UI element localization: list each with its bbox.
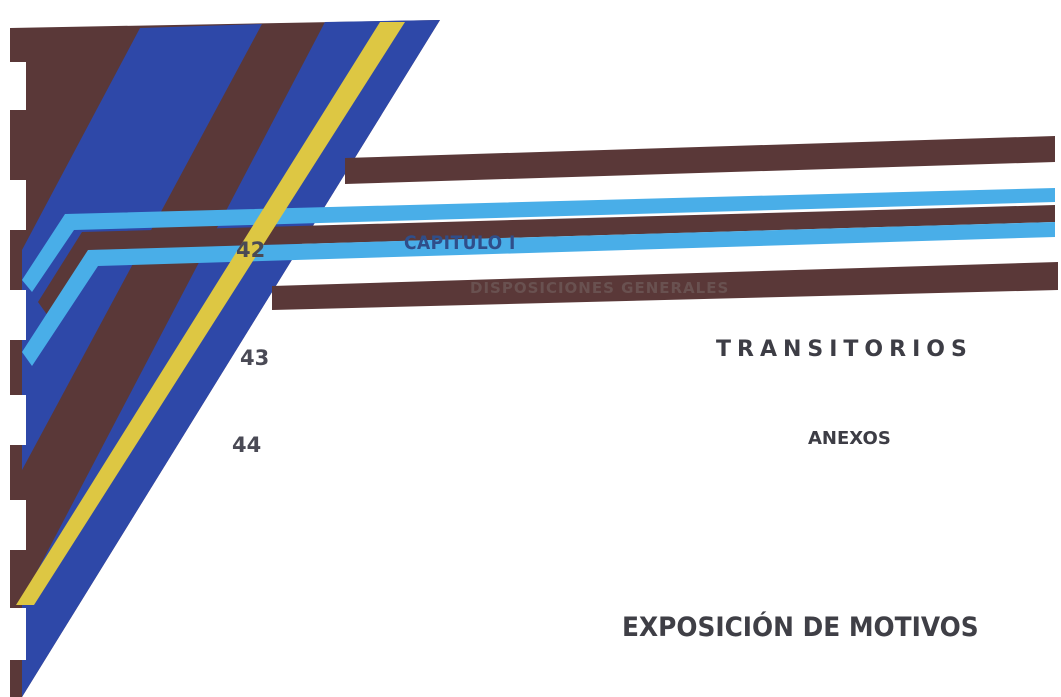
section-heading-faded: DISPOSICIONES GENERALES — [470, 279, 730, 297]
edge-tick-4 — [8, 395, 26, 445]
number-label-44: 44 — [232, 433, 262, 457]
transitorios-heading: TRANSITORIOS — [716, 337, 973, 362]
edge-tick-3 — [8, 290, 26, 340]
diagonal-blue-stripe-2 — [22, 20, 440, 697]
edge-tick-6 — [8, 608, 26, 660]
diagonal-yellow-stripe — [16, 22, 405, 605]
exposicion-heading: EXPOSICIÓN DE MOTIVOS — [622, 612, 979, 643]
diagonal-blue-stripe-3 — [22, 580, 60, 697]
number-label-43: 43 — [240, 346, 270, 370]
edge-tick-2 — [8, 180, 26, 230]
horizontal-brown-band-bottom — [272, 262, 1058, 310]
number-label-42: 42 — [236, 238, 266, 262]
horizontal-brown-band-middle — [38, 205, 1055, 316]
anexos-heading: ANEXOS — [808, 428, 891, 449]
horizontal-light-blue-band-lower — [22, 222, 1055, 366]
horizontal-brown-band-top — [345, 136, 1055, 184]
edge-tick-5 — [8, 500, 26, 550]
edge-tick-1 — [8, 62, 26, 110]
chapter-heading: CAPITULO I — [404, 232, 516, 254]
